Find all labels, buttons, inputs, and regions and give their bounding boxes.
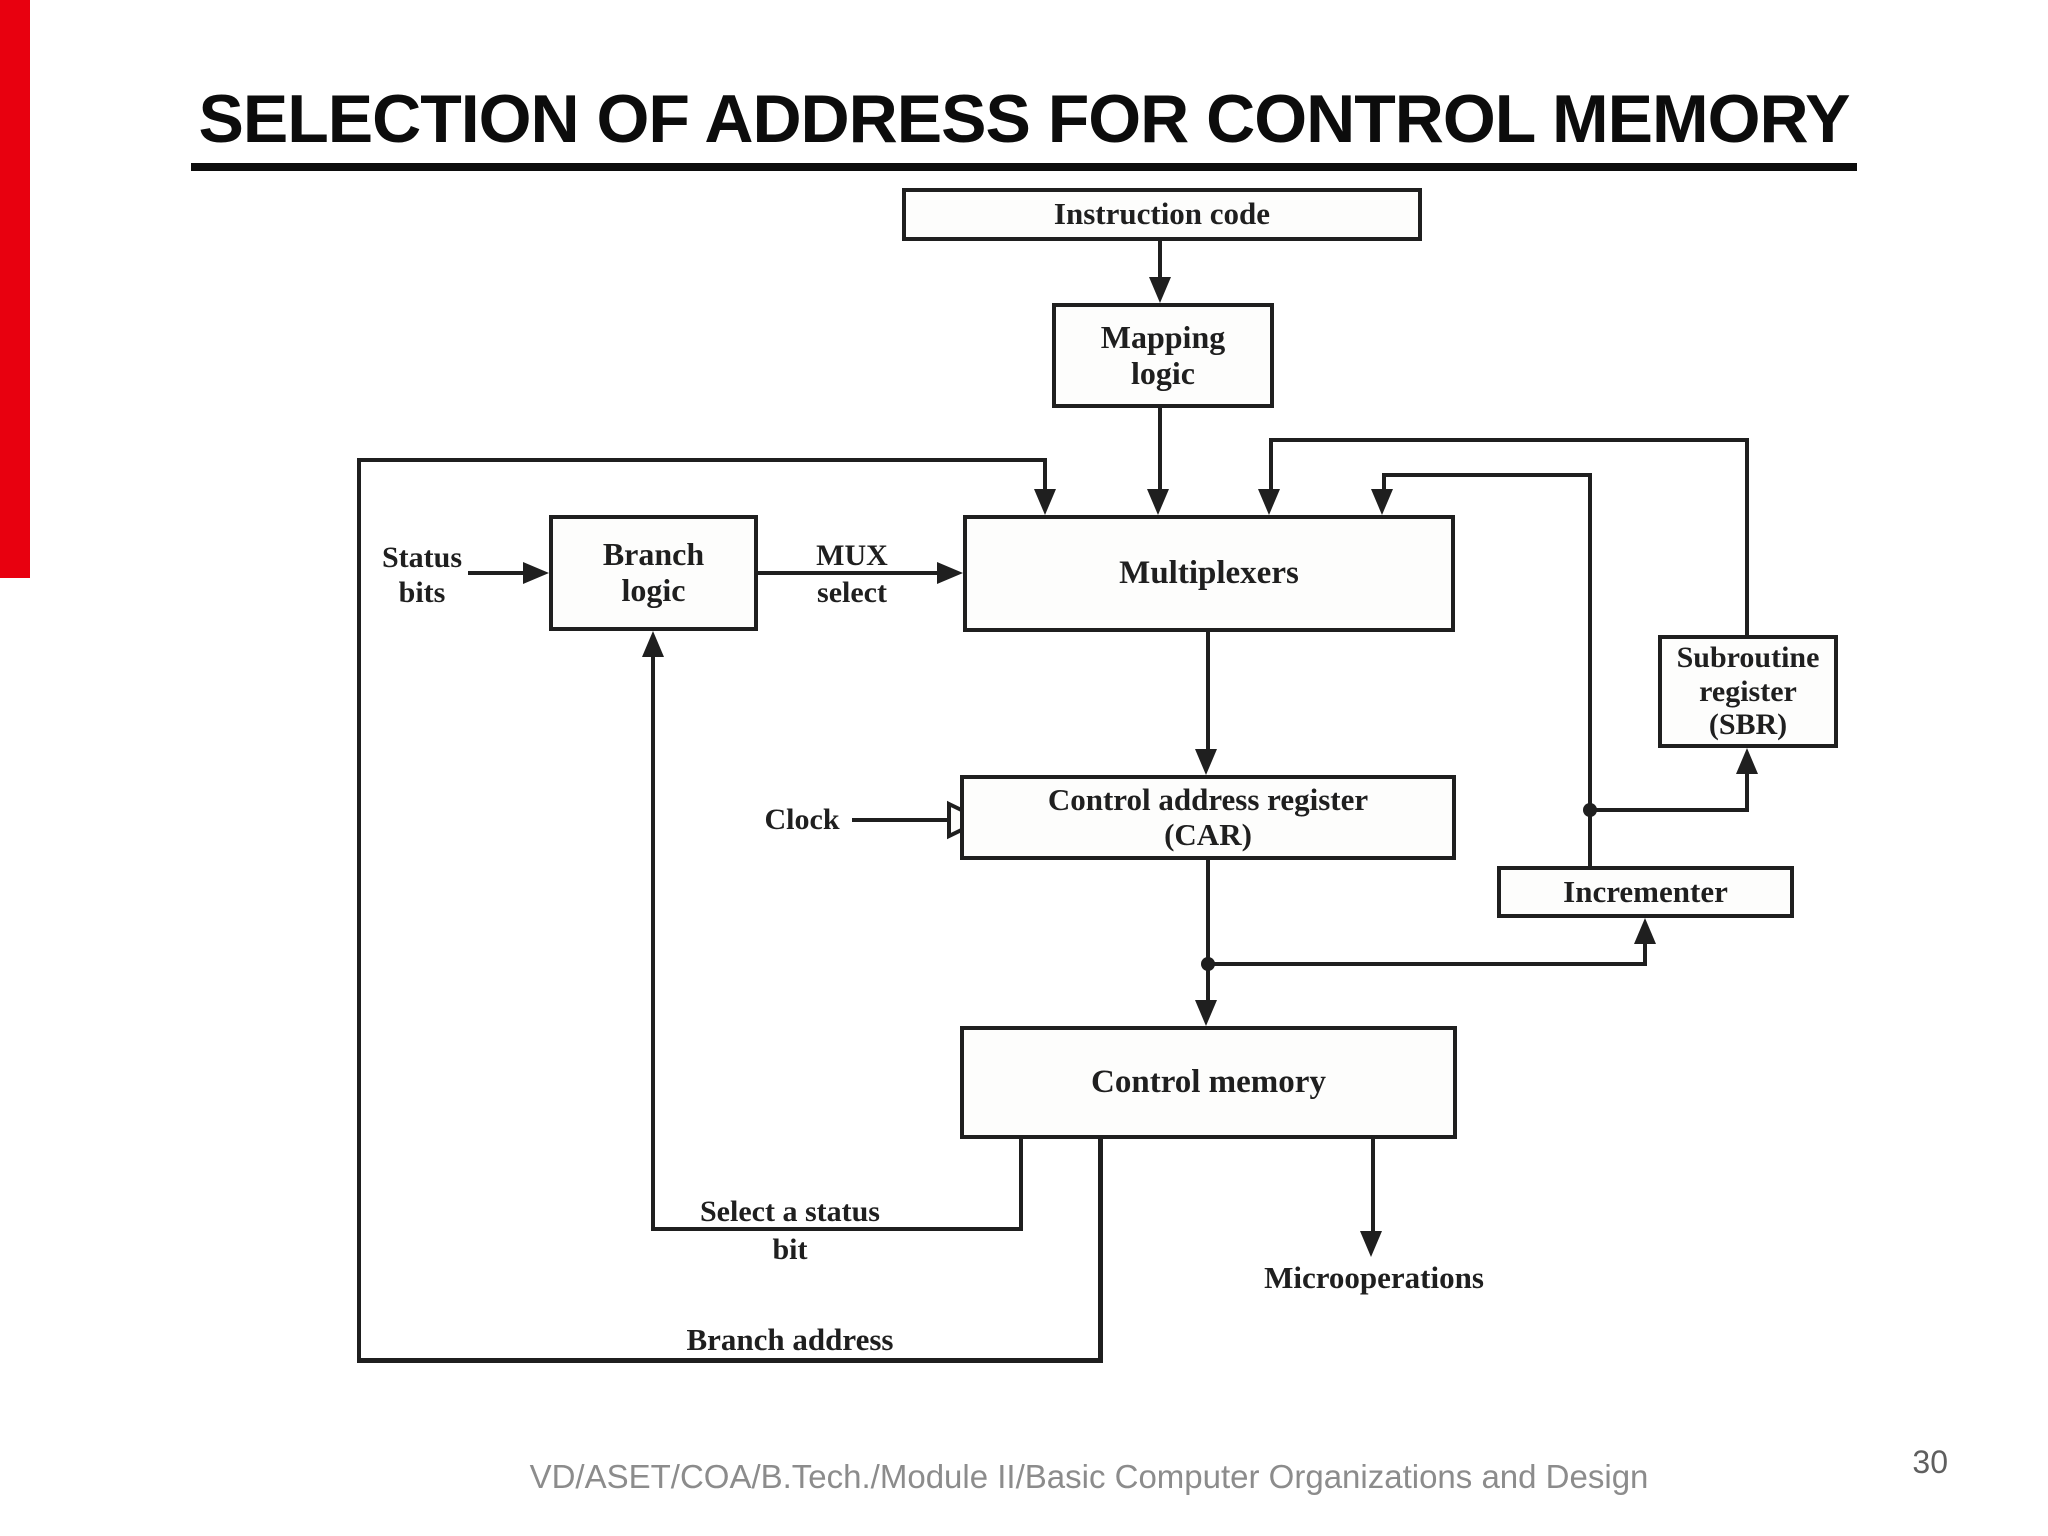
- branch-address-label: Branch address: [686, 1322, 894, 1357]
- control-memory-box: Control memory: [960, 1026, 1457, 1139]
- junction-dot-car-icon: [1201, 957, 1215, 971]
- sbr-label-line2: register: [1699, 674, 1797, 708]
- connector-cm-to-branch-address: [1098, 1139, 1103, 1363]
- connector-instruction-to-mapping: [1158, 241, 1162, 283]
- connector-mux-to-car: [1206, 631, 1210, 753]
- mapping-logic-label-line1: Mapping: [1100, 318, 1226, 355]
- connector-incrementer-horizontal: [1384, 473, 1592, 477]
- control-address-register-box: Control address register (CAR): [960, 775, 1456, 860]
- status-bits-line1: Status: [381, 541, 463, 574]
- status-bits-line2: bits: [398, 575, 446, 609]
- connector-branch-loop-top: [357, 458, 1047, 462]
- branch-logic-box: Branch logic: [549, 515, 758, 631]
- sbr-label-line3: (SBR): [1708, 708, 1788, 742]
- branch-logic-label-line2: logic: [621, 572, 686, 608]
- connector-select-status-riser: [651, 653, 655, 1231]
- connector-incrementer-riser: [1588, 473, 1592, 866]
- arrowhead-into-mux-left-icon: [937, 562, 963, 584]
- mapping-logic-label-line2: logic: [1131, 354, 1195, 391]
- connector-status-bits: [468, 571, 530, 575]
- multiplexers-box: Multiplexers: [963, 515, 1455, 632]
- incrementer-box: Incrementer: [1497, 866, 1794, 918]
- arrowhead-into-incrementer-icon: [1634, 918, 1656, 944]
- arrowhead-into-control-memory-icon: [1195, 1000, 1217, 1026]
- arrowhead-mux-input1-icon: [1034, 489, 1056, 515]
- car-label-line1: Control address register: [1047, 781, 1369, 817]
- connector-car-to-cm: [1206, 859, 1210, 1004]
- arrowhead-into-sbr-icon: [1736, 748, 1758, 774]
- mux-select-line2: select: [817, 575, 887, 609]
- connector-car-to-incrementer-horizontal: [1206, 962, 1647, 966]
- car-label-line2: (CAR): [1164, 816, 1252, 852]
- arrowhead-into-branch-logic-bottom-icon: [642, 631, 664, 657]
- arrowhead-into-car-icon: [1195, 749, 1217, 775]
- instruction-code-box: Instruction code: [902, 188, 1422, 241]
- select-status-bit-line1: Select a status: [700, 1195, 880, 1228]
- connector-incrementer-to-sbr: [1588, 808, 1749, 812]
- microoperations-label: Microoperations: [1264, 1260, 1484, 1295]
- mux-select-line1: MUX: [816, 539, 888, 572]
- clock-label: Clock: [764, 803, 840, 836]
- connector-incrementer-to-mux-drop: [1382, 473, 1386, 494]
- connector-branch-loop-drop: [1043, 458, 1047, 494]
- connector-mapping-to-mux: [1158, 408, 1162, 494]
- connector-clock: [852, 818, 948, 822]
- multiplexers-label: Multiplexers: [1119, 555, 1299, 592]
- incrementer-label: Incrementer: [1563, 873, 1728, 909]
- connector-select-status-horizontal: [653, 1227, 1023, 1231]
- select-status-bit-label: Select a status bit: [655, 1193, 925, 1268]
- arrowhead-mux-input2-icon: [1147, 489, 1169, 515]
- arrowhead-into-branch-logic-icon: [523, 562, 549, 584]
- select-status-bit-line2: bit: [772, 1232, 808, 1266]
- connector-branch-address-bottom: [357, 1358, 1103, 1363]
- slide-title: SELECTION OF ADDRESS FOR CONTROL MEMORY: [190, 83, 1858, 172]
- branch-logic-label-line1: Branch: [602, 536, 705, 573]
- arrowhead-mux-input4-icon: [1371, 489, 1393, 515]
- subroutine-register-box: Subroutine register (SBR): [1658, 635, 1838, 748]
- connector-sbr-bottom-entry: [1745, 772, 1749, 812]
- control-memory-label: Control memory: [1091, 1064, 1326, 1101]
- connector-sbr-to-mux-drop: [1269, 438, 1273, 494]
- title-area: SELECTION OF ADDRESS FOR CONTROL MEMORY: [0, 83, 2048, 172]
- connector-branch-loop-left: [357, 458, 361, 1363]
- sbr-label-line1: Subroutine: [1676, 641, 1820, 675]
- footer-text: VD/ASET/COA/B.Tech./Module II/Basic Comp…: [529, 1458, 1649, 1495]
- arrowhead-into-mapping-logic-icon: [1149, 277, 1171, 303]
- connector-cm-to-microoperations: [1371, 1139, 1375, 1233]
- mux-select-label: MUX select: [787, 538, 917, 611]
- arrowhead-microoperations-icon: [1360, 1231, 1382, 1257]
- connector-cm-to-select-drop: [1019, 1139, 1023, 1231]
- mapping-logic-box: Mapping logic: [1052, 303, 1274, 408]
- connector-sbr-top-horizontal: [1271, 438, 1749, 442]
- status-bits-label: Status bits: [352, 541, 492, 610]
- page-number: 30: [1912, 1444, 1948, 1480]
- arrowhead-mux-input3-icon: [1258, 489, 1280, 515]
- connector-sbr-top-riser: [1745, 438, 1749, 635]
- instruction-code-label: Instruction code: [1053, 196, 1271, 232]
- accent-bar: [0, 0, 30, 578]
- junction-dot-incrementer-icon: [1583, 803, 1597, 817]
- connector-mux-select: [758, 571, 944, 575]
- connector-incrementer-entry: [1643, 940, 1647, 966]
